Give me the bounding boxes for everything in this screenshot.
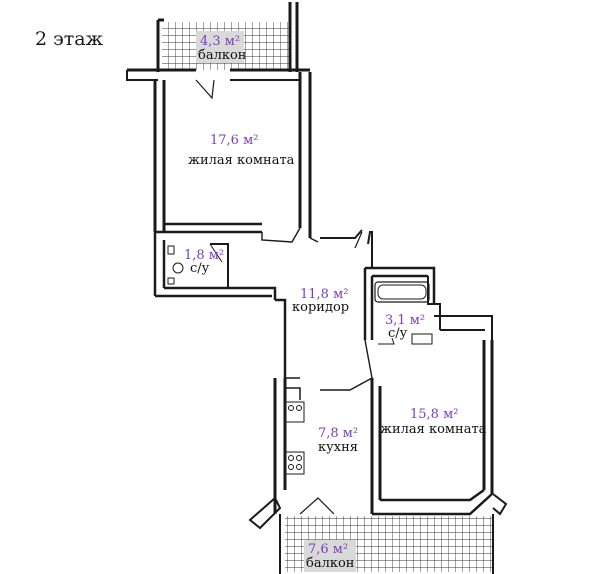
label-balcony-bottom: балкон (306, 556, 354, 571)
label-bath-left: с/у (190, 261, 210, 276)
label-bath-right: с/у (388, 326, 408, 341)
area-balcony-bottom: 7,6 м² (308, 542, 348, 557)
area-corridor: 11,8 м² (300, 287, 348, 302)
balcony-top (156, 2, 299, 72)
balcony-bottom (248, 493, 508, 574)
area-living-top: 17,6 м² (210, 133, 258, 148)
room-corridor (228, 229, 373, 378)
room-bath-right (363, 266, 493, 345)
area-living-bottom: 15,8 м² (410, 407, 458, 422)
label-kitchen: кухня (318, 440, 358, 455)
room-living-top (126, 68, 319, 243)
label-living-bottom: жилая комната (380, 422, 487, 437)
room-bath-left (153, 232, 229, 298)
room-living-bottom (370, 340, 494, 516)
label-balcony-top: балкон (198, 48, 246, 63)
area-bath-left: 1,8 м² (184, 248, 224, 263)
label-corridor: коридор (292, 300, 349, 315)
label-living-top: жилая комната (188, 153, 295, 168)
floor-label: 2 этаж (35, 28, 104, 50)
area-bath-right: 3,1 м² (385, 313, 425, 328)
room-kitchen (273, 339, 373, 514)
area-balcony-top: 4,3 м² (200, 34, 240, 49)
area-kitchen: 7,8 м² (318, 426, 358, 441)
